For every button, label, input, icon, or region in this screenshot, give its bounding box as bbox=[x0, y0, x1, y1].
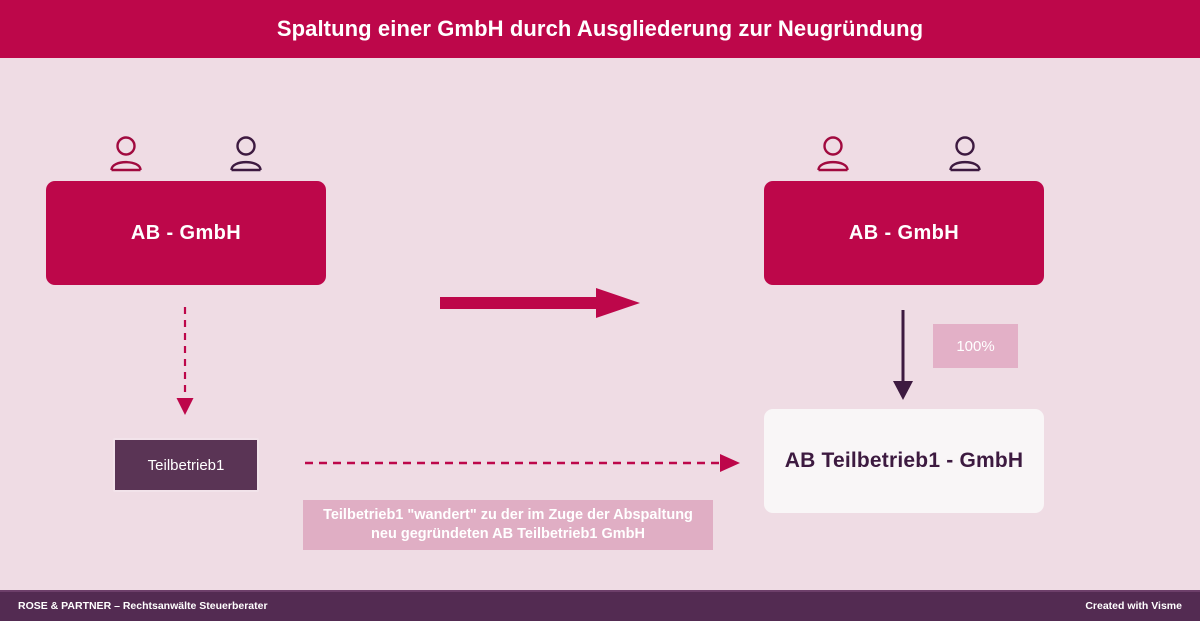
page-title: Spaltung einer GmbH durch Ausgliederung … bbox=[276, 16, 924, 41]
caption-line-1: Teilbetrieb1 "wandert" zu der im Zuge de… bbox=[323, 507, 693, 523]
person-icon bbox=[817, 136, 849, 172]
ownership-label: 100% bbox=[956, 337, 995, 355]
footer-band: ROSE & PARTNER – Rechtsanwälte Steuerber… bbox=[0, 590, 1200, 621]
division-label: Teilbetrieb1 bbox=[147, 456, 225, 474]
right-company-label: AB - GmbH bbox=[848, 221, 960, 244]
transfer-arrow-icon bbox=[305, 454, 740, 472]
transformation-arrow-icon bbox=[440, 288, 640, 318]
left-company-label: AB - GmbH bbox=[130, 221, 242, 244]
person-icon bbox=[230, 136, 262, 172]
footer-brand: ROSE & PARTNER – Rechtsanwälte Steuerber… bbox=[18, 600, 268, 612]
new-company-label: AB Teilbetrieb1 - GmbH bbox=[784, 449, 1024, 472]
right-down-arrow-icon bbox=[893, 310, 913, 400]
right-company-box[interactable]: AB - GmbH bbox=[764, 181, 1044, 285]
footer-attribution: Created with Visme bbox=[1085, 600, 1182, 612]
caption-box: Teilbetrieb1 "wandert" zu der im Zuge de… bbox=[303, 500, 713, 550]
header-band bbox=[0, 0, 1200, 58]
new-company-box[interactable]: AB Teilbetrieb1 - GmbH bbox=[764, 409, 1044, 513]
caption-text: Teilbetrieb1 "wandert" zu der im Zuge de… bbox=[323, 506, 693, 544]
person-icon bbox=[949, 136, 981, 172]
caption-line-2: neu gegründeten AB Teilbetrieb1 GmbH bbox=[371, 526, 645, 542]
division-box[interactable]: Teilbetrieb1 bbox=[113, 438, 259, 492]
ownership-badge: 100% bbox=[933, 324, 1018, 368]
person-icon bbox=[110, 136, 142, 172]
left-down-arrow-icon bbox=[176, 307, 194, 415]
left-company-box[interactable]: AB - GmbH bbox=[46, 181, 326, 285]
